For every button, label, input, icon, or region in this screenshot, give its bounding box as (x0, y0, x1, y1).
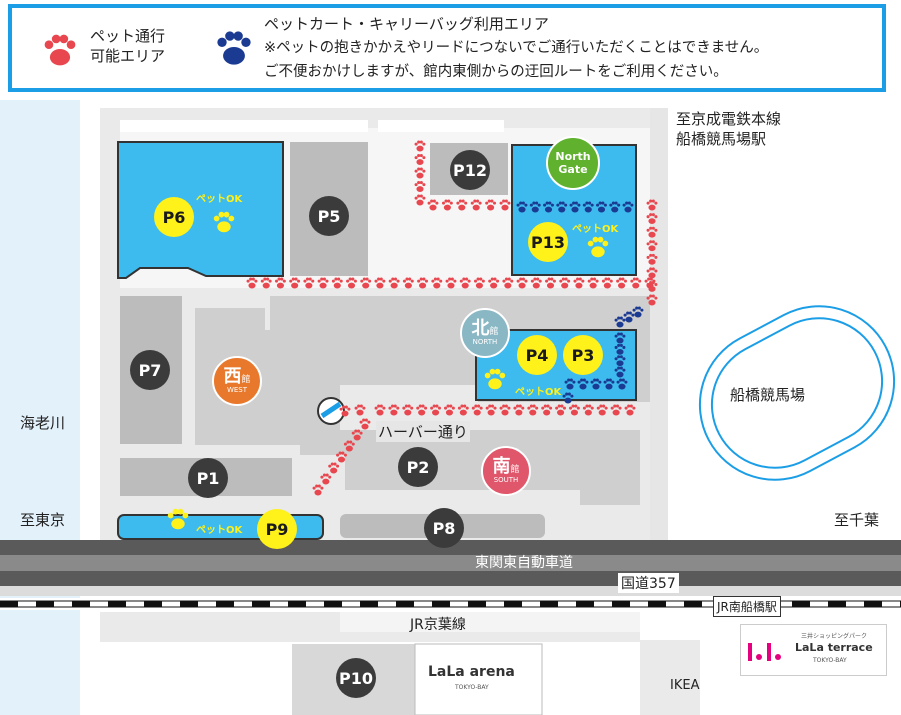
label-minamifunabashi-station: JR南船橋駅 (713, 596, 781, 617)
parking-p8: P8 (424, 508, 464, 548)
label-keiyo-line: JR京葉線 (410, 617, 466, 633)
pet-ok-p9: ペットOK (196, 525, 243, 536)
parking-p4: P4 (517, 335, 557, 375)
rail-dash (252, 601, 270, 607)
parking-p1: P1 (188, 458, 228, 498)
lot-p6 (117, 141, 284, 279)
label-harbor-street: ハーバー通り (376, 421, 470, 442)
rail-dash (864, 601, 882, 607)
legend-cart-note-2: ご不便おかけしますが、館内東側からの迂回ルートをご利用ください。 (264, 64, 728, 80)
parking-p7: P7 (130, 350, 170, 390)
rail-dash (216, 601, 234, 607)
rail-dash (144, 601, 162, 607)
label-funabashi-keibajo-station: 船橋競馬場駅 (676, 130, 767, 148)
lala-terrace-sub: TOKYO-BAY (813, 657, 847, 664)
pet-ok-p13: ペットOK (572, 224, 619, 235)
rail-dash (0, 601, 18, 607)
parking-p9: P9 (257, 509, 297, 549)
rail-dash (684, 601, 702, 607)
rail-dash (324, 601, 342, 607)
west-building-badge: 西館 WEST (212, 356, 262, 406)
parking-p13: P13 (528, 222, 568, 262)
lala-arena-sub: TOKYO-BAY (455, 684, 489, 691)
rail-dash (288, 601, 306, 607)
rail-dash (612, 601, 630, 607)
parking-p12: P12 (450, 150, 490, 190)
label-route-357: 国道357 (618, 573, 679, 593)
parking-p6: P6 (154, 197, 194, 237)
rail-dash (432, 601, 450, 607)
ikea-block (640, 640, 700, 715)
label-ebigawa: 海老川 (20, 414, 66, 432)
racecourse-track (698, 305, 896, 481)
legend-pet-area-line1: ペット通行 (90, 27, 166, 45)
rail-dash (396, 601, 414, 607)
label-to-chiba: 至千葉 (834, 511, 880, 529)
rail-dash (792, 601, 810, 607)
label-racecourse: 船橋競馬場 (730, 386, 806, 404)
label-ikea: IKEA (670, 678, 700, 693)
rail-dash (468, 601, 486, 607)
parking-p5: P5 (309, 196, 349, 236)
lala-terrace-card: 三井ショッピングパーク LaLa terrace TOKYO-BAY (740, 624, 887, 676)
rail-dash (108, 601, 126, 607)
parking-p10: P10 (336, 658, 376, 698)
north-building-badge: 北館 NORTH (460, 308, 510, 358)
parking-p3: P3 (563, 335, 603, 375)
paw-icon-red (44, 34, 76, 66)
rail-dash (648, 601, 666, 607)
label-expressway: 東関東自動車道 (475, 555, 573, 571)
rail-dash (360, 601, 378, 607)
south-building (300, 380, 640, 505)
legend-cart-note-1: ※ペットの抱きかかえやリードにつないでご通行いただくことはできません。 (264, 40, 769, 56)
lala-terrace-top: 三井ショッピングパーク (801, 633, 868, 640)
lala-arena-name: LaLa arena (428, 664, 515, 680)
legend-cart-title: ペットカート・キャリーバッグ利用エリア (264, 15, 549, 33)
parking-p2: P2 (398, 447, 438, 487)
lala-terrace-name: LaLa terrace (795, 641, 873, 654)
rail-dash (576, 601, 594, 607)
legend-box (8, 4, 886, 92)
legend-pet-area-line2: 可能エリア (90, 47, 166, 65)
pet-ok-p4: ペットOK (515, 387, 562, 398)
rail-dash (72, 601, 90, 607)
north-gate-badge: North Gate (546, 136, 600, 190)
label-to-tokyo: 至東京 (20, 511, 66, 529)
rail-dash (540, 601, 558, 607)
pet-ok-p6: ペットOK (196, 194, 243, 205)
jr-keiyo-railway (0, 600, 901, 608)
rail-dash (36, 601, 54, 607)
rail-dash (504, 601, 522, 607)
rail-dash (180, 601, 198, 607)
ebigawa-river (0, 100, 80, 715)
lala-terrace-logo-mark (748, 643, 781, 661)
rail-dash (828, 601, 846, 607)
south-building-badge: 南館 SOUTH (481, 446, 531, 496)
paw-icon-navy (217, 31, 251, 65)
label-to-keisei: 至京成電鉄本線 (676, 110, 782, 128)
